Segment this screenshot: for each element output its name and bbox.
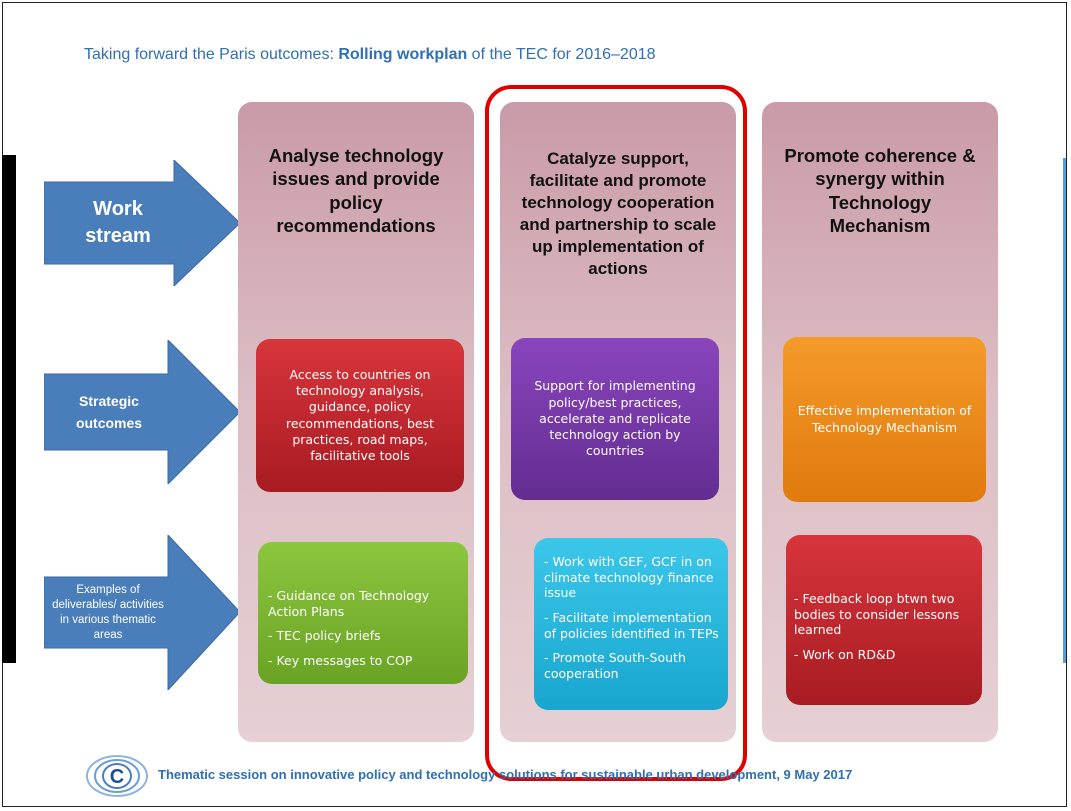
work-stream-arrow: Work stream [44,160,240,286]
column-promote-heading: Promote coherence & synergy within Techn… [784,145,976,237]
svg-text:C: C [110,766,124,788]
promote-outcome-box: Effective implementation of Technology M… [783,337,986,502]
column-analyse-heading: Analyse technology issues and provide po… [268,145,444,237]
examples-arrow: Examples of deliverables/ activities in … [44,535,240,690]
examples-label: Examples of deliverables/ activities in … [52,584,164,641]
promote-deliverables-box: - Feedback loop btwn two bodies to consi… [786,535,982,705]
slide-title: Taking forward the Paris outcomes: Rolli… [84,46,656,64]
column-catalyze-heading: Catalyze support, facilitate and promote… [519,149,717,279]
catalyze-deliverables-list: - Work with GEF, GCF in on climate techn… [544,554,720,681]
analyse-deliverables-box: - Guidance on Technology Action Plans - … [258,542,468,684]
promote-deliverable-item: - Work on RD&D [794,646,896,662]
analyse-outcome-box: Access to countries on technology analys… [256,339,464,492]
highlight-frame [485,85,747,781]
promote-deliverables-list: - Feedback loop btwn two bodies to consi… [794,591,974,663]
promote-deliverable-item: - Feedback loop btwn two bodies to consi… [794,591,960,638]
promote-outcome-text: Effective implementation of Technology M… [797,403,972,435]
right-blue-line [1063,158,1066,663]
analyse-deliverable-item: - Key messages to COP [268,652,413,668]
analyse-deliverable-item: - TEC policy briefs [268,628,381,644]
examples-arrow-shape [44,535,240,690]
footer-text: Thematic session on innovative policy an… [158,767,853,782]
strategic-outcomes-arrow-shape [44,340,240,484]
catalyze-deliverable-item: - Promote South-South cooperation [544,650,686,681]
catalyze-deliverables-box: - Work with GEF, GCF in on climate techn… [534,538,728,710]
work-stream-label: Work stream [85,198,151,247]
work-stream-arrow-shape [44,160,240,286]
left-black-bar [2,155,16,663]
unfccc-logo-icon: C [84,754,150,803]
catalyze-outcome-box: Support for implementing policy/best pra… [511,338,719,500]
analyse-outcome-text: Access to countries on technology analys… [285,366,435,463]
analyse-deliverables-list: - Guidance on Technology Action Plans - … [268,588,460,669]
title-prefix: Taking forward the Paris outcomes: [84,46,339,63]
title-bold: Rolling workplan [338,46,468,63]
strategic-outcomes-label: Strategic outcomes [75,392,143,431]
catalyze-deliverable-item: - Work with GEF, GCF in on climate techn… [544,554,714,601]
strategic-outcomes-arrow: Strategic outcomes [44,340,240,484]
title-suffix: of the TEC for 2016–2018 [467,46,656,63]
catalyze-deliverable-item: - Facilitate implementation of policies … [544,609,719,641]
catalyze-outcome-text: Support for implementing policy/best pra… [534,378,696,459]
analyse-deliverable-item: - Guidance on Technology Action Plans [268,588,430,619]
